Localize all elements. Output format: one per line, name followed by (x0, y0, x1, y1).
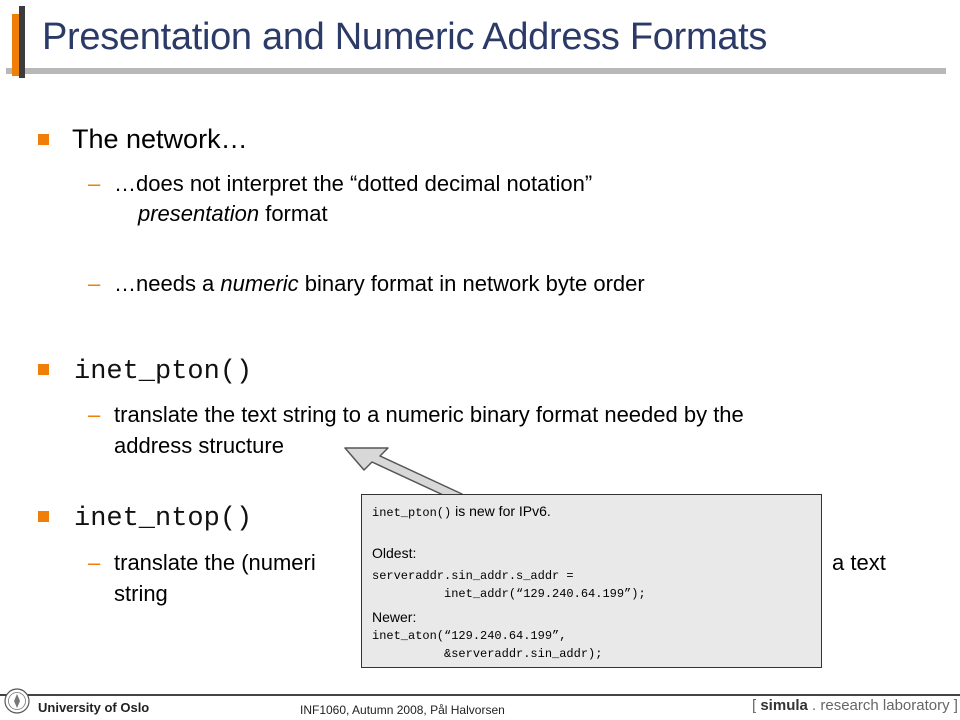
callout-arrow-icon (344, 447, 463, 500)
sub-bullet-text: …needs a numeric binary format in networ… (114, 271, 645, 296)
bullet-network: The network… (72, 124, 248, 154)
sub-bullet-text: …does not interpret the “dotted decimal … (114, 171, 593, 196)
sub-bullet-dash-icon: – (88, 171, 101, 196)
footer-lab-logo: [ simula . research laboratory ] (752, 697, 958, 714)
sub-bullet-dash-icon: – (88, 550, 101, 575)
sub-bullet-dash-icon: – (88, 402, 101, 427)
bullet-square-icon (38, 134, 49, 145)
sub-bullet-dash-icon: – (88, 271, 101, 296)
callout-newer-code-2: &serveraddr.sin_addr); (372, 647, 603, 661)
title-underline (6, 68, 946, 74)
footer-rule (0, 694, 960, 696)
sub-bullet-text-cont: address structure (114, 433, 284, 458)
code-callout-box: inet_pton() is new for IPv6. Oldest: ser… (361, 494, 822, 668)
footer-course: INF1060, Autumn 2008, Pål Halvorsen (300, 703, 505, 717)
title-accent-bar (12, 14, 20, 76)
sub-bullet-text-tail: a text (832, 550, 886, 575)
callout-oldest-code-2: inet_addr(“129.240.64.199”); (372, 587, 646, 601)
callout-oldest-label: Oldest: (372, 545, 417, 561)
slide-title: Presentation and Numeric Address Formats (42, 16, 768, 58)
title-accent-stub (19, 6, 25, 78)
callout-newer-code-1: inet_aton(“129.240.64.199”, (372, 629, 567, 643)
sub-bullet-text-cont: string (114, 581, 168, 606)
sub-bullet-text: translate the (numeri (114, 550, 316, 575)
footer-university: University of Oslo (38, 700, 150, 715)
bullet-square-icon (38, 364, 49, 375)
university-seal-icon (4, 688, 30, 714)
callout-line-1: inet_pton() is new for IPv6. (372, 503, 551, 520)
bullet-inet-ntop: inet_ntop() (74, 504, 253, 534)
bullet-inet-pton: inet_pton() (74, 357, 253, 387)
sub-bullet-text-cont: presentation format (138, 201, 328, 226)
sub-bullet-text: translate the text string to a numeric b… (114, 402, 744, 427)
callout-oldest-code-1: serveraddr.sin_addr.s_addr = (372, 569, 574, 583)
bullet-square-icon (38, 511, 49, 522)
callout-newer-label: Newer: (372, 609, 417, 625)
